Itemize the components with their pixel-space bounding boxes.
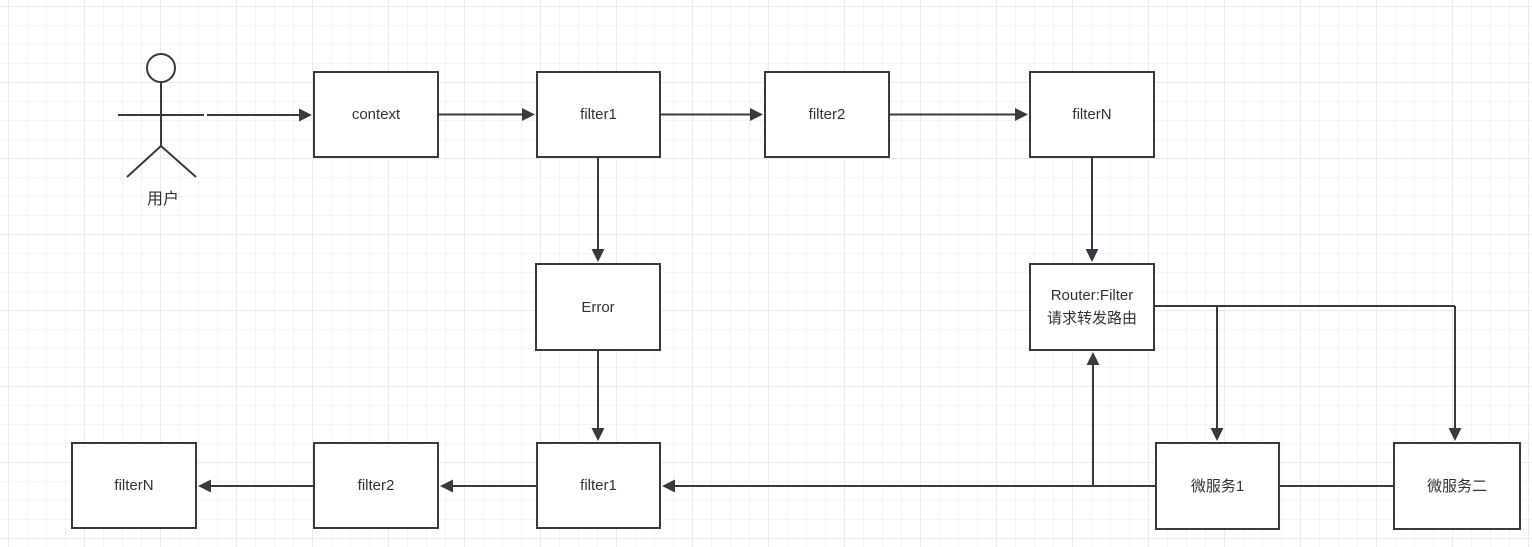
node-error-label: Error bbox=[581, 298, 615, 316]
node-filter2-bottom: filter2 bbox=[313, 442, 439, 529]
actor-label: 用户 bbox=[146, 191, 179, 208]
node-filterN-bottom: filterN bbox=[71, 442, 197, 529]
node-filter2-top-label: filter2 bbox=[808, 106, 846, 123]
actor-figure bbox=[118, 53, 204, 178]
actor-legs bbox=[126, 145, 197, 178]
actor-head bbox=[146, 53, 176, 83]
node-router: Router:Filter 请求转发路由 bbox=[1029, 263, 1155, 351]
node-service1: 微服务1 bbox=[1155, 442, 1280, 530]
node-filterN-bottom-label: filterN bbox=[114, 477, 154, 494]
node-filter2-top: filter2 bbox=[764, 71, 890, 158]
node-service2-label: 微服务二 bbox=[1426, 477, 1487, 495]
node-context: context bbox=[313, 71, 439, 158]
node-filter1-top-label: filter1 bbox=[580, 106, 617, 123]
node-filterN-top: filterN bbox=[1029, 71, 1155, 158]
node-filter1-bottom-label: filter1 bbox=[580, 477, 617, 494]
node-error: Error bbox=[535, 263, 661, 351]
node-filterN-top-label: filterN bbox=[1072, 106, 1112, 123]
node-service1-label: 微服务1 bbox=[1190, 477, 1245, 495]
node-router-label: Router:Filter 请求转发路由 bbox=[1046, 287, 1137, 327]
node-filter1-top: filter1 bbox=[536, 71, 661, 158]
node-filter1-bottom: filter1 bbox=[536, 442, 661, 529]
node-filter2-bottom-label: filter2 bbox=[357, 477, 395, 494]
node-context-label: context bbox=[351, 106, 401, 123]
node-service2: 微服务二 bbox=[1393, 442, 1521, 530]
